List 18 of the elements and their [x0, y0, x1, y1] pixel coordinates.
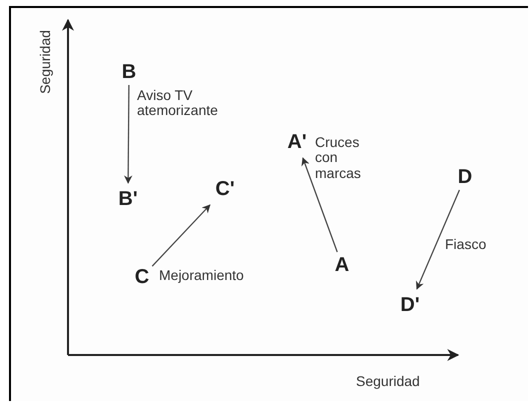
point-label: C	[134, 267, 150, 287]
point-label: A	[334, 255, 350, 275]
arrow	[124, 85, 132, 184]
point-label: D'	[400, 295, 420, 315]
point-label: C'	[215, 179, 235, 199]
arrow	[152, 204, 210, 267]
point-label: B'	[118, 189, 138, 209]
arrow	[416, 190, 460, 290]
axis-label: Seguridad	[356, 373, 420, 389]
arrow	[302, 157, 338, 252]
point-label: A'	[287, 132, 307, 152]
point-label: D	[458, 167, 472, 187]
point-label: B	[122, 62, 136, 82]
edge-label: Fiasco	[445, 237, 488, 252]
edge-label: Mejoramiento	[159, 268, 245, 284]
edge-label: Cruces con marcas	[315, 135, 362, 182]
axis-label: Seguridad	[37, 30, 53, 94]
edge-label: Aviso TV atemorizante	[137, 88, 219, 119]
